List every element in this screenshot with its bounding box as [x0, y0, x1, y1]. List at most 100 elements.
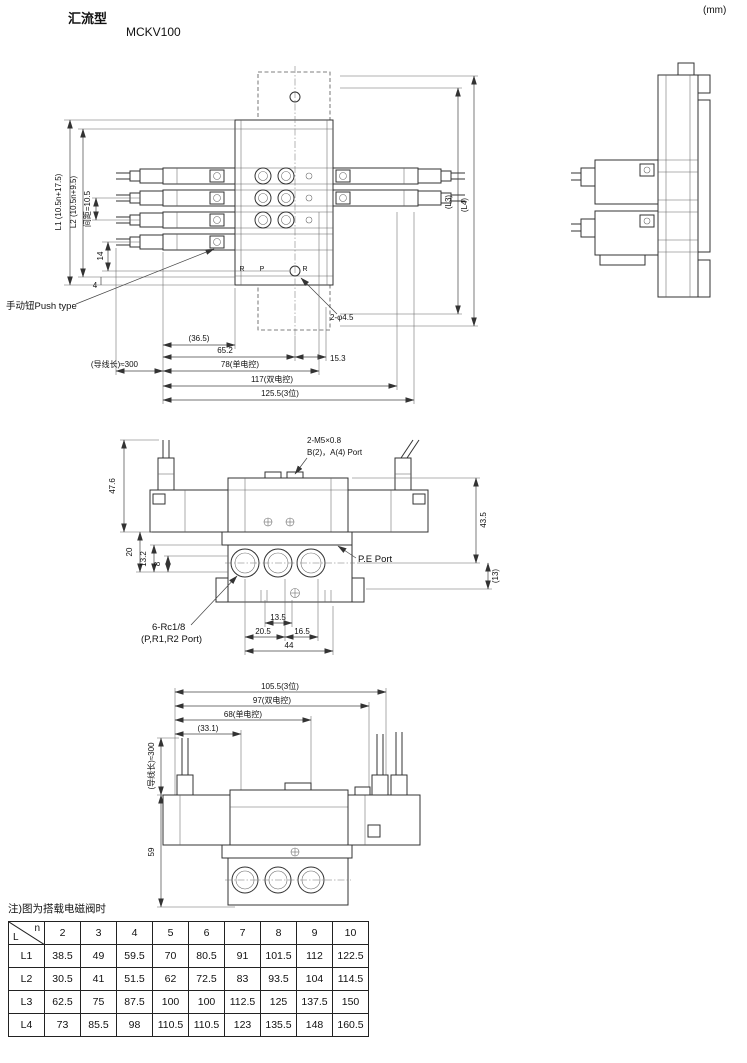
table-cell: 83	[224, 967, 261, 991]
dim-13-5-label: 13.5	[270, 613, 286, 622]
table-cell: 110.5	[188, 1013, 225, 1037]
valve-assembly	[162, 782, 421, 846]
dim-125-label: 125.5(3位)	[261, 388, 299, 398]
dim-pitch-label: 间距=10.5	[83, 190, 92, 227]
table-cell: 91	[224, 944, 261, 968]
col-header: 9	[296, 921, 333, 945]
dim-117-label: 117(双电控)	[251, 374, 293, 384]
dim-43-5-label: 43.5	[479, 512, 488, 528]
dim-59-label: 59	[147, 847, 156, 856]
dim-l2-label: L2 (10.5n+9.5)	[69, 176, 78, 229]
lead-length-label-2: (导线长)≈300	[146, 742, 156, 790]
front-view-drawing: 2-M5×0.8 B(2)，A(4) Port 47.6 20 13.2 8 4…	[108, 436, 500, 655]
table-cell: 100	[152, 990, 189, 1014]
dim-l3-label: (L3)	[444, 195, 453, 210]
model-name: MCKV100	[126, 25, 181, 39]
table-cell: 38.5	[44, 944, 81, 968]
manifold-base	[215, 531, 365, 603]
table-cell: 101.5	[260, 944, 297, 968]
table-cell: 135.5	[260, 1013, 297, 1037]
side-view-drawing	[571, 62, 711, 298]
dim-33-1-label: (33.1)	[198, 724, 219, 733]
bottom-view-drawing: 105.5(3位) 97(双电控) 68(单电控) (33.1) (导线长)≈3…	[146, 681, 421, 908]
table-cell: 123	[224, 1013, 261, 1037]
dim-68-label: 68(单电控)	[224, 709, 263, 719]
dim-44-label: 44	[285, 641, 294, 650]
corner-diagonal	[9, 922, 45, 945]
valve-right-2	[332, 189, 465, 207]
table-cell: 49	[80, 944, 117, 968]
side-mounting-plate	[657, 62, 711, 298]
table-cell: 80.5	[188, 944, 225, 968]
manifold-base-bottom	[221, 844, 353, 906]
table-cell: 59.5	[116, 944, 153, 968]
lead-length-label: (导线长)≈300	[91, 359, 139, 369]
table-cell: 104	[296, 967, 333, 991]
unit-label: (mm)	[703, 5, 727, 16]
dim-8-label: 8	[153, 561, 162, 566]
col-header: 8	[260, 921, 297, 945]
port-letter-p: P	[260, 266, 265, 273]
table-cell: 125	[260, 990, 297, 1014]
table-cell: 112	[296, 944, 333, 968]
page-title: 汇流型	[68, 11, 108, 26]
dim-47-6-label: 47.6	[108, 478, 117, 494]
port-letter-r-right: R	[302, 266, 307, 273]
col-header: 5	[152, 921, 189, 945]
dim-15-3-label: 15.3	[330, 354, 346, 363]
manifold-base-plate	[234, 66, 334, 336]
dim-20-label: 20	[125, 547, 134, 556]
col-header: 10	[332, 921, 369, 945]
table-cell: 62.5	[44, 990, 81, 1014]
table-row-l3: L3 62.5 75 87.5 100 100 112.5 125 137.5 …	[8, 990, 369, 1014]
note-text: 注)图为搭载电磁阀时	[8, 903, 106, 915]
hole-label: 2-φ4.5	[330, 313, 354, 322]
col-header: 4	[116, 921, 153, 945]
side-valve-stack	[571, 159, 659, 266]
table-cell: 72.5	[188, 967, 225, 991]
rc-label: 6-Rc1/8	[152, 622, 185, 633]
dim-65-2-label: 65.2	[217, 346, 233, 355]
dim-13-label: (13)	[491, 569, 500, 584]
dim-16-5-label: 16.5	[294, 627, 310, 636]
table-cell: 100	[188, 990, 225, 1014]
thread-label: 2-M5×0.8	[307, 436, 342, 445]
table-row-l4: L4 73 85.5 98 110.5 110.5 123 135.5 148 …	[8, 1013, 369, 1037]
table-cell: 148	[296, 1013, 333, 1037]
table-cell: 122.5	[332, 944, 369, 968]
table-row-l1: L1 38.5 49 59.5 70 80.5 91 101.5 112 122…	[8, 944, 369, 968]
table-cell: 112.5	[224, 990, 261, 1014]
plate-ports	[254, 167, 313, 229]
dim-20-5-label: 20.5	[255, 627, 271, 636]
row-label: L3	[8, 990, 45, 1014]
col-header: 6	[188, 921, 225, 945]
row-label: L2	[8, 967, 45, 991]
col-header: 2	[44, 921, 81, 945]
table-cell: 73	[44, 1013, 81, 1037]
table-cell: 93.5	[260, 967, 297, 991]
dim-l4-label: (L4)	[460, 198, 469, 213]
col-header: 7	[224, 921, 261, 945]
table-cell: 160.5	[332, 1013, 369, 1037]
front-view-dimensions	[120, 439, 492, 655]
table-row-l2: L2 30.5 41 51.5 62 72.5 83 93.5 104 114.…	[8, 967, 369, 991]
table-cell: 41	[80, 967, 117, 991]
dimension-table: n L 2 3 4 5 6 7 8 9 10 L1 38.5 49 59.5 7…	[8, 921, 369, 1037]
table-cell: 137.5	[296, 990, 333, 1014]
top-view-drawing: R P R	[6, 66, 478, 404]
pe-port-label: P.E Port	[358, 554, 393, 565]
table-corner: n L	[8, 921, 45, 945]
table-cell: 110.5	[152, 1013, 189, 1037]
dim-4-label: 4	[93, 281, 98, 290]
table-cell: 30.5	[44, 967, 81, 991]
table-cell: 114.5	[332, 967, 369, 991]
dim-105-label: 105.5(3位)	[261, 681, 299, 691]
dim-14-label: 14	[96, 251, 105, 260]
table-cell: 62	[152, 967, 189, 991]
ab-ports-label: B(2)，A(4) Port	[307, 448, 363, 457]
wire-connectors	[176, 732, 408, 796]
row-label: L1	[8, 944, 45, 968]
bottom-view-dimensions	[157, 688, 387, 908]
col-header: 3	[80, 921, 117, 945]
table-cell: 70	[152, 944, 189, 968]
